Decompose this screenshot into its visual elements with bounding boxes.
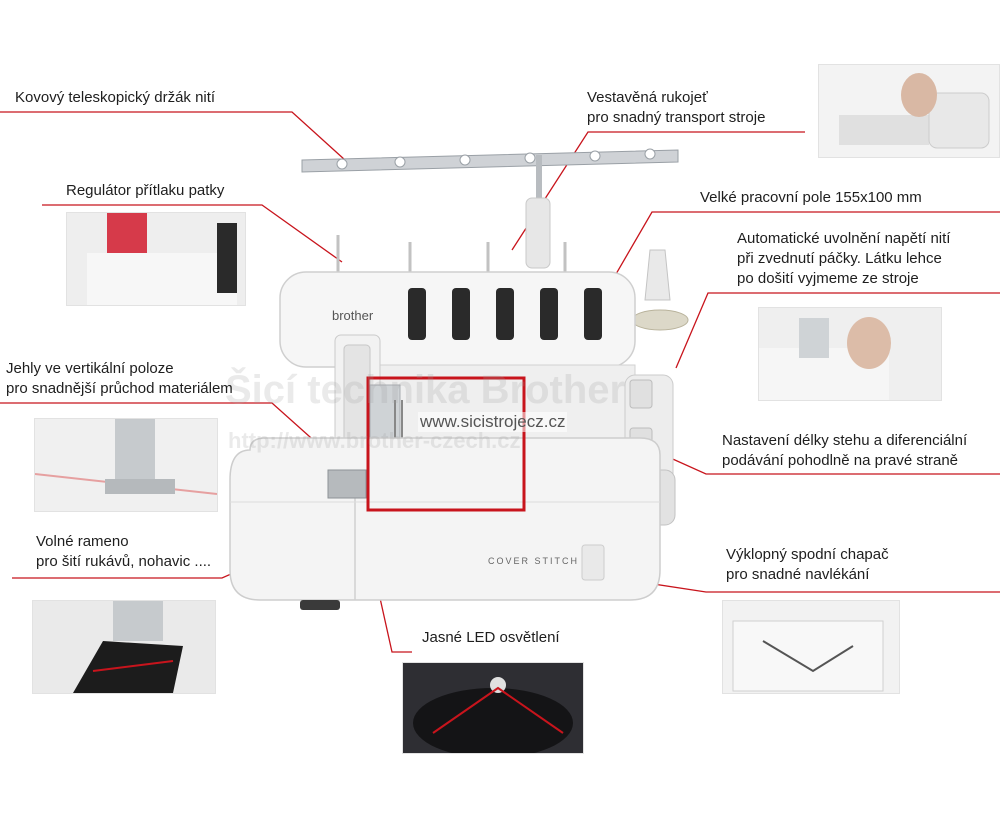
handle-photo xyxy=(818,64,1000,158)
callout-needles-line1: Jehly ve vertikální poloze xyxy=(6,360,174,377)
coverstitch-machine: brother COVER STITCH xyxy=(220,150,700,620)
callout-led: Jasné LED osvětlení xyxy=(422,629,560,646)
free-arm-photo xyxy=(32,600,216,694)
machine-model-label: COVER STITCH xyxy=(488,556,580,566)
callout-tension-line1: Automatické uvolnění napětí nití xyxy=(737,230,951,247)
callout-stitch-line2: podávání pohodlně na pravé straně xyxy=(722,452,959,469)
thread-stand-bar xyxy=(301,148,679,173)
looper-photo xyxy=(722,600,900,694)
watermark-url: www.sicistrojecz.cz xyxy=(418,412,568,432)
callout-thread-stand: Kovový teleskopický držák nití xyxy=(15,89,216,106)
callout-stitch-line1: Nastavení délky stehu a diferenciální xyxy=(722,432,968,449)
watermark-text: Šicí technika Brother xyxy=(225,368,626,412)
led-light-photo xyxy=(402,662,584,754)
callout-looper-line2: pro snadné navlékání xyxy=(726,566,870,583)
presser-regulator-photo xyxy=(66,212,246,306)
callout-looper-line1: Výklopný spodní chapač xyxy=(726,546,889,563)
callout-handle-line2: pro snadný transport stroje xyxy=(587,109,766,126)
callout-work-area: Velké pracovní pole 155x100 mm xyxy=(700,189,922,206)
callout-free-arm-line2: pro šití rukávů, nohavic .... xyxy=(36,553,212,570)
watermark-url-faint: http://www.brother-czech.cz xyxy=(228,428,521,453)
callout-presser: Regulátor přítlaku patky xyxy=(66,182,225,199)
callout-handle-line1: Vestavěná rukojeť xyxy=(587,89,708,106)
callout-tension-line3: po došití vyjmeme ze stroje xyxy=(737,270,919,287)
machine-brand-logo: brother xyxy=(332,308,374,323)
callout-needles-line2: pro snadnější průchod materiálem xyxy=(6,380,233,397)
vertical-needles-photo xyxy=(34,418,218,512)
callout-free-arm-line1: Volné rameno xyxy=(36,533,129,550)
callout-tension-line2: při zvednutí páčky. Látku lehce xyxy=(737,250,942,267)
tension-release-photo xyxy=(758,307,942,401)
